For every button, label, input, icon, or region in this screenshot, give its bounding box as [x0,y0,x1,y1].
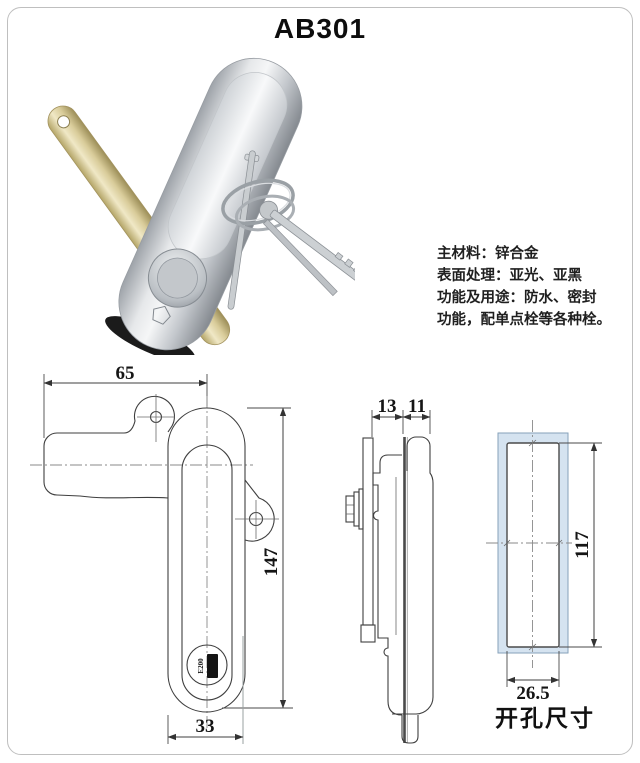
latch-plate [362,437,374,626]
cutout-hole [506,442,560,648]
page-border [7,7,633,755]
key-pin [227,150,260,310]
key-ring [221,178,295,226]
cutout-dim-width-label: 26.5 [516,683,549,700]
cylinder-label: E200 [197,658,205,674]
key-front [259,200,355,283]
side-view-drawing: 13 11 [345,396,434,744]
cutout-dim-height-label: 117 [572,531,593,559]
handle-outline [167,407,246,713]
front-dim-height-label: 147 [261,547,282,576]
latch-arm-top [43,395,175,447]
mounting-nut [345,488,364,530]
product-photo [47,57,355,355]
spec-line: 功能，配单点栓等各种栓。 [437,312,611,328]
cutout-drawing: 117 26.5 [486,420,602,700]
spec-line: 表面处理：亚光、亚黑 [437,268,582,284]
pentagon-mark [152,305,171,325]
side-dim-back-label: 11 [408,396,426,417]
tick [503,539,511,547]
latch-plate-end [360,624,376,643]
lock-body-profile [372,454,403,716]
cutout-caption: 开孔尺寸 [495,705,595,731]
screw-lug [244,479,275,542]
side-dim-front-label: 13 [378,396,397,417]
bottom-tongue [401,715,419,744]
front-view-drawing: 65 E200 147 33 [30,363,293,744]
latch-arm-bottom [43,446,169,499]
keys-and-ring [221,150,355,310]
spec-list: 主材料：锌合金 表面处理：亚光、亚黑 功能及用途：防水、密封 功能，配单点栓等各… [437,243,637,331]
page-title: AB301 [273,13,367,44]
spec-line: 功能及用途：防水、密封 [437,290,597,306]
tick [528,439,537,447]
tick [555,539,563,547]
front-dim-top-label: 65 [116,363,135,384]
lock-handle-body [105,57,303,355]
handle-profile [392,436,434,715]
tick [528,643,537,651]
front-dim-width-label: 33 [196,716,215,737]
key-back [262,218,338,297]
spec-line: 主材料：锌合金 [437,246,539,262]
keyway [207,654,218,678]
handle-inner-outline [181,444,233,701]
cylinder-outline [186,644,228,686]
